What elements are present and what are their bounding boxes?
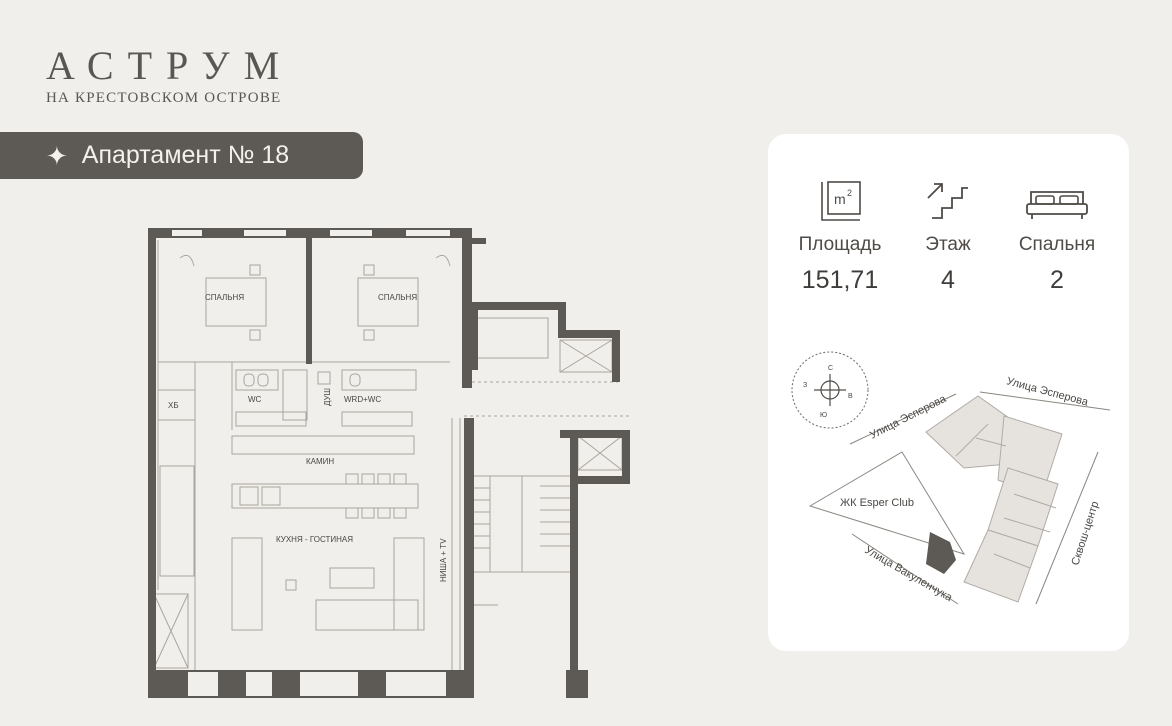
label-fireplace: КАМИН	[306, 457, 334, 466]
apartment-label: Апартамент № 18	[81, 141, 290, 169]
floor-plan: СПАЛЬНЯ СПАЛЬНЯ ХБ WC ДУШ WRD+WC КАМИН К…	[148, 228, 630, 698]
brand-subtitle: НА КРЕСТОВСКОМ ОСТРОВЕ	[46, 90, 282, 106]
complex-label: ЖК Esper Club	[840, 497, 914, 509]
label-bedroom-left: СПАЛЬНЯ	[205, 293, 244, 302]
compass: С Ю З В	[791, 351, 869, 429]
label-bedroom-right: СПАЛЬНЯ	[378, 293, 417, 302]
svg-text:m: m	[834, 191, 846, 207]
stat-floor: Этаж 4	[888, 174, 1008, 295]
stat-bedrooms-value: 2	[1050, 266, 1064, 294]
label-kitchen-living: КУХНЯ - ГОСТИНАЯ	[276, 535, 353, 544]
stat-floor-value: 4	[941, 266, 955, 294]
label-storage: ХБ	[168, 401, 179, 410]
label-shower: ДУШ	[323, 388, 332, 406]
label-wrd-wc: WRD+WC	[344, 395, 381, 404]
stat-floor-label: Этаж	[925, 234, 971, 255]
compass-east: В	[848, 393, 853, 400]
compass-west: З	[803, 382, 807, 389]
svg-text:2: 2	[847, 188, 852, 198]
sparkle-icon: ✦	[46, 140, 68, 171]
info-card: m 2 Площадь 151,71 Этаж 4 Спальня	[768, 134, 1129, 651]
stat-area: m 2 Площадь 151,71	[780, 174, 900, 295]
stat-bedrooms: Спальня 2	[997, 174, 1117, 295]
bed-icon	[997, 174, 1117, 222]
highlighted-building	[926, 532, 956, 574]
stat-area-value: 151,71	[801, 266, 879, 294]
label-tv-niche: НИША + TV	[439, 538, 448, 582]
stairs-icon	[888, 174, 1008, 222]
compass-south: Ю	[820, 412, 827, 419]
stat-area-label: Площадь	[798, 234, 882, 255]
area-icon: m 2	[780, 174, 900, 222]
label-wc: WC	[248, 395, 262, 404]
stat-bedrooms-label: Спальня	[1018, 234, 1096, 255]
brand: АСТРУМ НА КРЕСТОВСКОМ ОСТРОВЕ	[46, 44, 293, 107]
site-map: С Ю З В Улица Эсперова Улиц	[791, 351, 1111, 605]
street-esperova-right: Улица Эсперова	[1005, 375, 1090, 409]
apartment-banner: ✦ Апартамент № 18	[0, 132, 363, 179]
brand-title: АСТРУМ	[46, 43, 294, 88]
compass-north: С	[828, 365, 833, 372]
